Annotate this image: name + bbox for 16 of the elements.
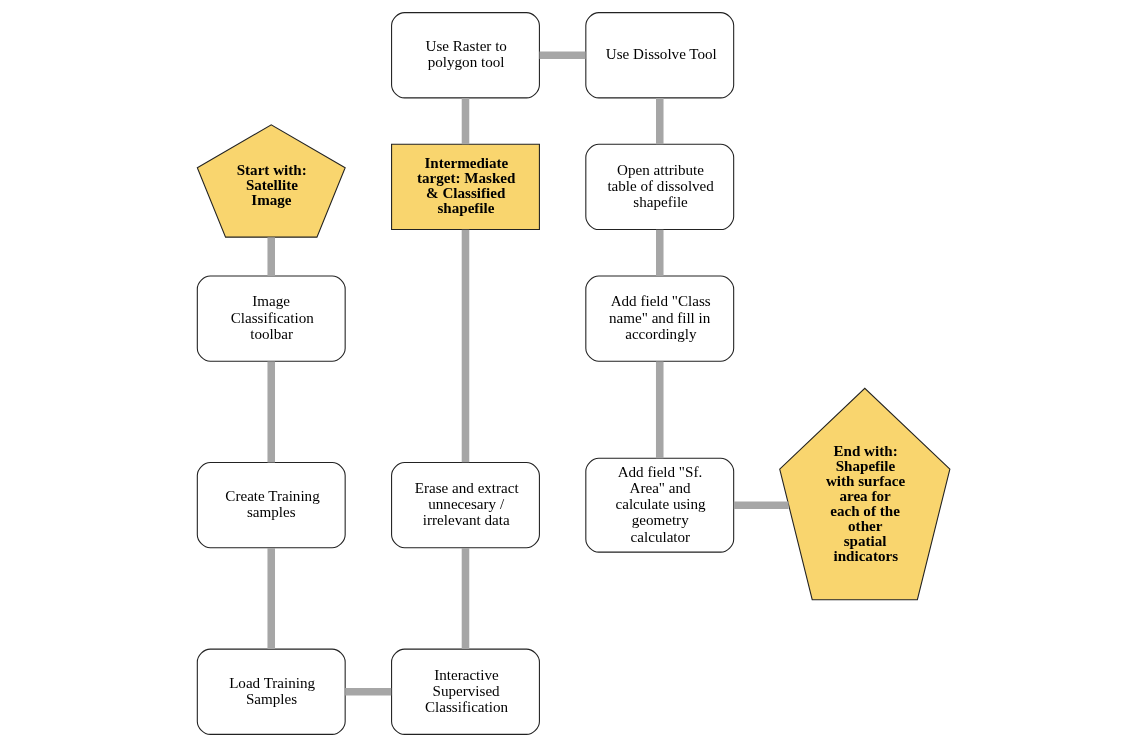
node-box: Open attribute table of dissolved shapefile (585, 143, 735, 231)
node-box: Use Raster to polygon tool (391, 12, 540, 99)
node-box: Create Training samples (196, 462, 346, 549)
connector (733, 501, 789, 509)
node-box: Add field "Class name" and fill in accordingly (585, 275, 735, 362)
node-box: Load Training Samples (196, 648, 346, 735)
node-box: Interactive Supervised Classification (391, 648, 540, 735)
node-box: Use Dissolve Tool (585, 12, 735, 99)
connector (267, 237, 275, 276)
node-box: Add field "Sf. Area" and calculate using geometry calculator (585, 457, 735, 553)
connector (267, 548, 275, 649)
node-box: Image Classification toolbar (196, 275, 346, 362)
connector (461, 98, 470, 145)
connector (461, 548, 470, 649)
node-box: Erase and extract unnecesary / irrelevant data (391, 462, 540, 549)
node-box: Intermediate target: Masked & Classified shapefile (391, 143, 540, 231)
